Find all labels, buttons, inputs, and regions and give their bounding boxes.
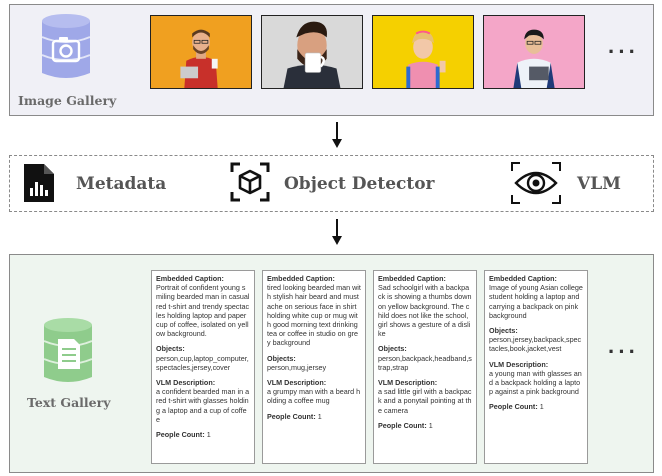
eye-icon <box>510 161 562 205</box>
caption-heading: Embedded Caption: <box>378 274 446 283</box>
people-count-row: People Count: 1 <box>267 412 361 421</box>
vlm-heading: VLM Description: <box>156 378 216 388</box>
people-count-value: 1 <box>428 420 433 430</box>
cube-detect-icon <box>230 162 270 202</box>
caption-heading: Embedded Caption: <box>489 274 557 283</box>
image-gallery-label: Image Gallery <box>18 93 117 108</box>
people-count-row: People Count: 1 <box>489 402 583 411</box>
text-gallery-panel: Text Gallery Embedded Caption: Portrait … <box>9 254 654 473</box>
text-card-3: Embedded Caption: Sad schoolgirl with a … <box>373 270 477 464</box>
caption-text: Image of young Asian college student hol… <box>489 283 583 320</box>
people-count-value: 1 <box>206 430 211 440</box>
gallery-photo-2 <box>261 15 363 89</box>
vlm-label: VLM <box>577 174 621 194</box>
objects-heading: Objects: <box>489 326 518 336</box>
text-gallery-label: Text Gallery <box>27 395 111 410</box>
text-card-4: Embedded Caption: Image of young Asian c… <box>484 270 588 464</box>
vlm-heading: VLM Description: <box>267 378 327 388</box>
down-arrow-icon <box>332 122 342 148</box>
vlm-text: a sad little girl with a backpack and a … <box>378 387 472 415</box>
gallery-photo-4 <box>483 15 585 89</box>
vlm-heading: VLM Description: <box>378 378 438 388</box>
gallery-photo-3 <box>372 15 474 89</box>
objects-heading: Objects: <box>378 344 407 354</box>
metadata-label: Metadata <box>76 174 167 194</box>
image-gallery-panel: Image Gallery <box>9 4 654 116</box>
down-arrow-icon <box>332 219 342 245</box>
vlm-text: a young man with glasses and a backpack … <box>489 368 582 397</box>
vlm-text: a grumpy man with a beard holding a coff… <box>267 387 361 406</box>
more-texts-ellipsis: ··· <box>608 339 639 364</box>
people-count-heading: People Count: <box>489 402 538 412</box>
people-count-value: 1 <box>539 402 544 412</box>
objects-heading: Objects: <box>156 344 185 354</box>
people-count-value: 1 <box>317 411 322 421</box>
gallery-photo-1 <box>150 15 252 89</box>
people-count-heading: People Count: <box>156 430 205 440</box>
people-count-heading: People Count: <box>378 420 427 430</box>
objects-text: person,backpack,headband,strap,strap <box>378 353 472 372</box>
text-card-2: Embedded Caption: tired looking bearded … <box>262 270 366 464</box>
caption-text: tired looking bearded man with stylish h… <box>267 283 361 348</box>
people-count-row: People Count: 1 <box>156 430 250 439</box>
image-database-icon <box>38 11 94 85</box>
text-card-1: Embedded Caption: Portrait of confident … <box>151 270 255 464</box>
caption-text: Portrait of confident young smiling bear… <box>156 283 250 339</box>
tools-band: Metadata Object Detector VLM <box>9 155 654 212</box>
text-database-icon <box>40 315 96 389</box>
caption-heading: Embedded Caption: <box>267 274 335 283</box>
people-count-row: People Count: 1 <box>378 421 472 430</box>
object-detector-label: Object Detector <box>284 174 435 194</box>
objects-text: person,mug,jersey <box>267 362 327 372</box>
vlm-text: a confident bearded man in a red t-shirt… <box>156 387 250 424</box>
caption-text: Sad schoolgirl with a backpack is showin… <box>378 283 472 339</box>
objects-heading: Objects: <box>267 353 296 363</box>
caption-heading: Embedded Caption: <box>156 274 224 283</box>
objects-text: person,cup,laptop_computer,spectacles,je… <box>156 353 249 372</box>
document-chart-icon <box>24 164 54 202</box>
more-images-ellipsis: ··· <box>608 39 639 64</box>
vlm-heading: VLM Description: <box>489 359 549 369</box>
people-count-heading: People Count: <box>267 411 316 421</box>
objects-text: person,jersey,backpack,spectacles,book,j… <box>489 335 582 354</box>
